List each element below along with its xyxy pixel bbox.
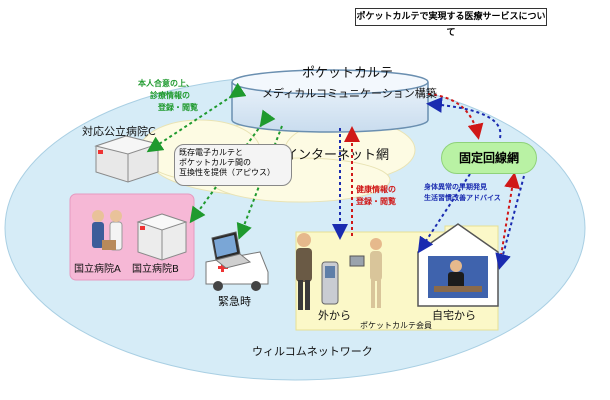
fixed-line-network: 固定回線網 <box>441 142 537 174</box>
health-note-2: 登録・閲覧 <box>356 197 396 206</box>
pda-phone-icon <box>321 261 339 305</box>
compat-line-3: 互換性を提供（アピウス） <box>179 168 275 177</box>
health-note-1: 健康情報の <box>356 185 396 194</box>
compat-line-1: 既存電子カルテと <box>179 148 243 157</box>
woman-figure <box>349 238 382 308</box>
hospital-c-label: 対応公立病院C <box>82 125 156 138</box>
internet-label: インターネット網 <box>285 148 390 163</box>
home-building <box>417 223 499 307</box>
home-label: 自宅から <box>432 309 476 322</box>
doctor-patient-figure <box>92 210 123 251</box>
hospital-c-building <box>94 135 160 183</box>
consent-note-2: 診療情報の <box>150 91 190 100</box>
laptop-icon <box>211 231 252 269</box>
consent-note-3: 登録・閲覧 <box>158 103 198 112</box>
consent-note-1: 本人合意の上、 <box>138 79 194 88</box>
member-label: ポケットカルテ会員 <box>360 321 432 330</box>
system-subtitle: メディカルコミュニケーション構築 <box>262 87 437 100</box>
pocket-karte-server <box>231 69 429 133</box>
hospital-b-label: 国立病院B <box>132 264 179 275</box>
compat-line-2: ポケットカルテ間の <box>179 158 251 167</box>
compatibility-note: 既存電子カルテと ポケットカルテ間の 互換性を提供（アピウス） <box>174 144 292 186</box>
outside-label: 外から <box>318 309 351 322</box>
diagram-title: ポケットカルテで実現する医療サービスについて <box>355 8 547 38</box>
server-to-fixed-line-arrow <box>427 93 484 140</box>
advice-note-2: 生活習慣改善アドバイス <box>424 194 501 202</box>
hospital-a-label: 国立病院A <box>74 264 121 275</box>
wilcom-network-label: ウィルコムネットワーク <box>252 345 373 358</box>
home-to-fixed-line-arrow <box>499 172 520 263</box>
hospital-link-arrow <box>189 109 276 224</box>
man-figure <box>296 233 312 310</box>
hospital-b-building <box>136 213 188 261</box>
system-name: ポケットカルテ <box>302 66 394 81</box>
emergency-label: 緊急時 <box>218 295 251 308</box>
advice-note-1: 身体異常の早期発見 <box>424 183 487 191</box>
